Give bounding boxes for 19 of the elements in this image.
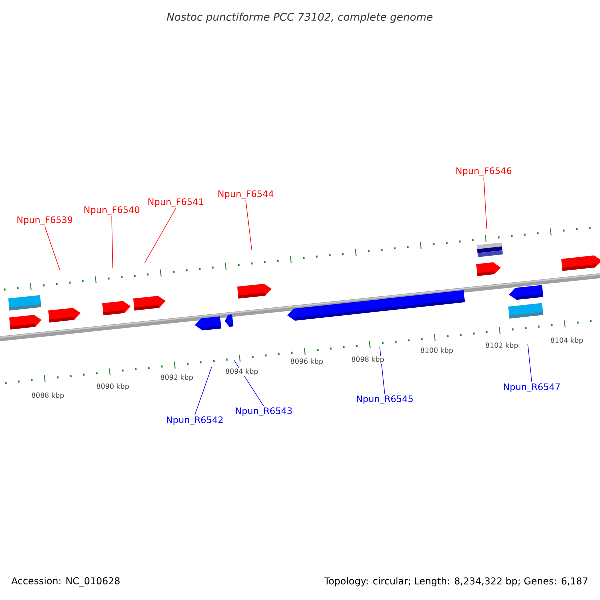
gene-label: Npun_R6543	[236, 408, 292, 416]
gene-label: Npun_R6547	[504, 384, 560, 392]
gene-label: Npun_F6541	[148, 198, 204, 208]
leader-line	[144, 208, 176, 264]
leader-line	[194, 366, 212, 416]
accession-text: Accession: NC_010628	[12, 577, 120, 587]
leader-line	[246, 200, 252, 250]
leader-line	[528, 344, 532, 383]
leader-line	[484, 177, 488, 230]
gene-label: Npun_F6546	[456, 168, 512, 176]
title: Nostoc punctiforme PCC 73102, complete genome	[167, 12, 433, 24]
gene-label: Npun_R6542	[167, 416, 223, 426]
genome-stats-text: Topology: circular; Length: 8,234,322 bp; Genes: 6,187	[324, 577, 588, 587]
gene-label: Npun_R6545	[357, 396, 413, 404]
leader-line	[44, 226, 60, 270]
leader-line	[112, 216, 114, 268]
gene-label: Npun_F6540	[84, 206, 140, 216]
gene-label: Npun_F6544	[218, 190, 274, 200]
gene-label: Npun_F6539	[18, 216, 73, 226]
